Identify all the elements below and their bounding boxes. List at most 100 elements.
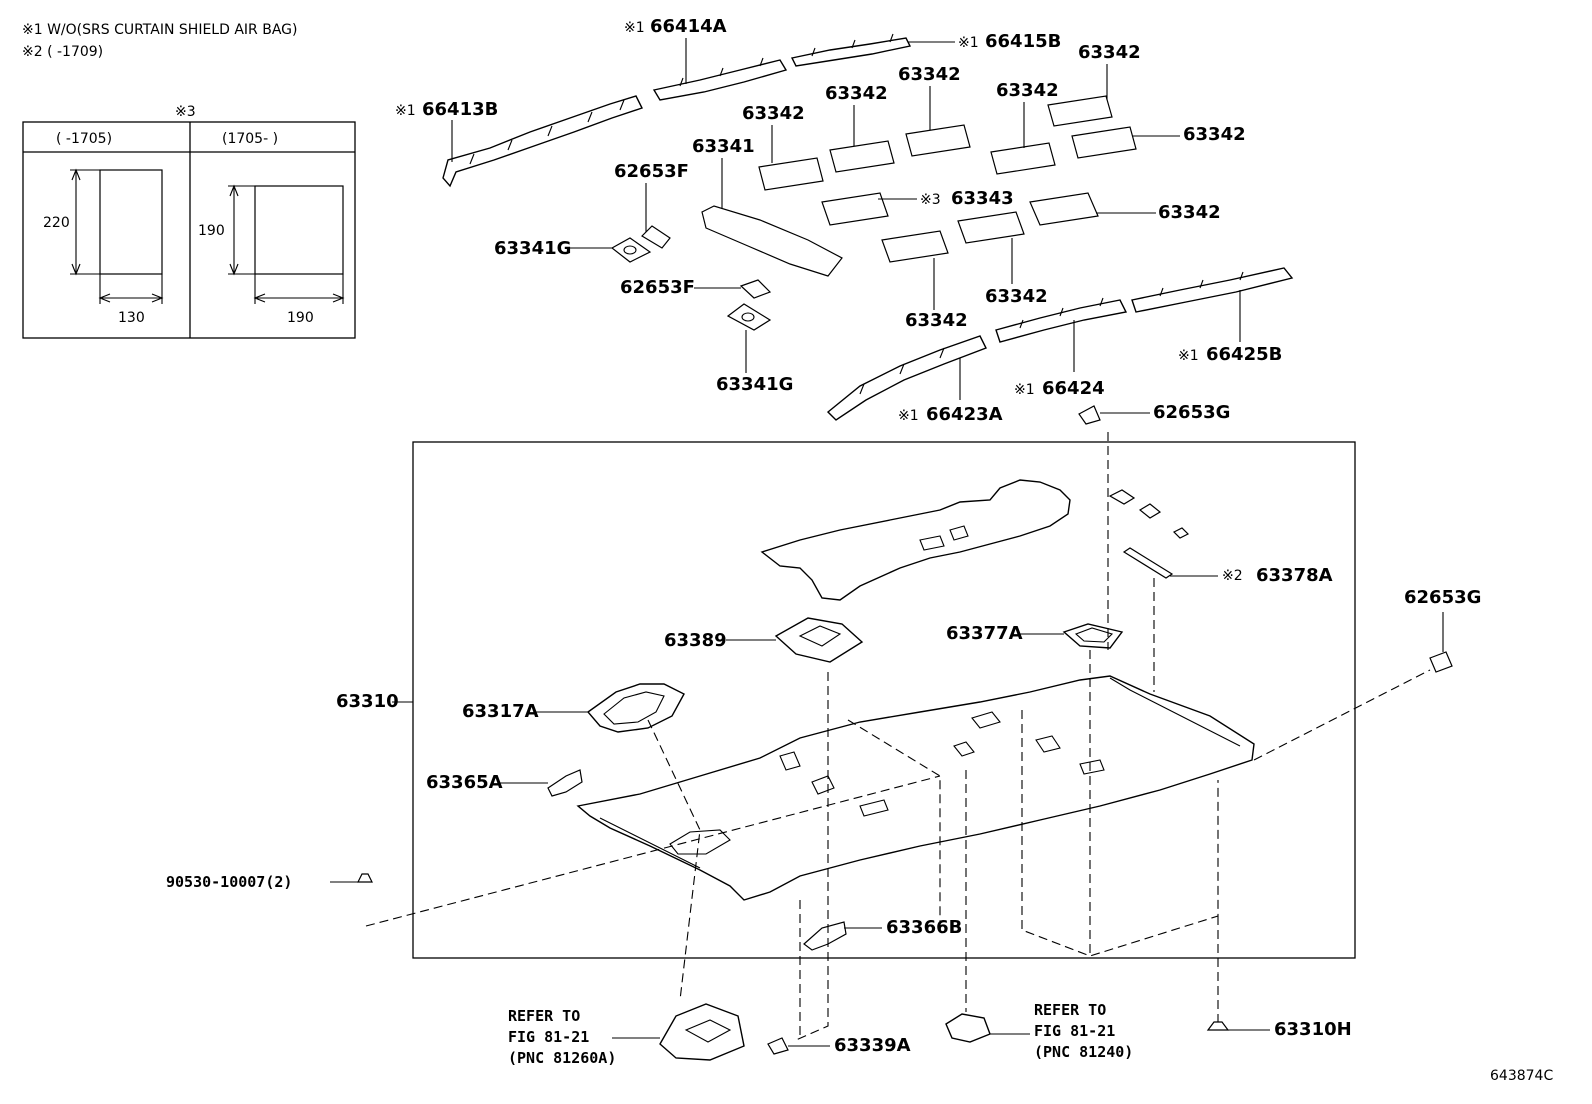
part-66424[interactable] (995, 297, 1128, 343)
strip-63378A[interactable] (1122, 547, 1174, 579)
pad-63342-a[interactable] (758, 157, 824, 191)
clip-62653F-a[interactable] (641, 225, 671, 249)
front-room-lamp[interactable] (659, 1003, 745, 1061)
label-63310[interactable]: 63310 (336, 691, 399, 712)
label-63339A[interactable]: 63339A (834, 1035, 911, 1056)
label-62653G-a[interactable]: 62653G (1153, 402, 1230, 423)
inset-col1-header: ( -1705) (56, 131, 112, 147)
pad-63343[interactable] (821, 192, 889, 226)
clip-63310H[interactable] (1206, 1021, 1230, 1031)
roof-rail-shape-66413B (442, 95, 643, 188)
clip-63339A[interactable] (767, 1037, 789, 1055)
label-63365A[interactable]: 63365A (426, 772, 503, 793)
label-66423A[interactable]: 66423A (926, 404, 1003, 425)
pad-63341G-a-shape (610, 237, 652, 263)
ref1-line3: (PNC 81260A) (508, 1049, 616, 1067)
label-63317A[interactable]: 63317A (462, 701, 539, 722)
label-62653F-a[interactable]: 62653F (614, 161, 689, 182)
ref2-line3: (PNC 81240) (1034, 1043, 1133, 1061)
label-66425B[interactable]: 66425B (1206, 344, 1282, 365)
roof-rail-shape-66425B (1131, 267, 1294, 313)
dash-rear-box (1021, 710, 1219, 957)
inset-col2-height: 190 (198, 223, 225, 239)
label-63342-g[interactable]: 63342 (1158, 202, 1221, 223)
map-lamp[interactable] (945, 1013, 991, 1043)
strip-63341[interactable] (701, 205, 843, 277)
note-date-range: ※2 ( -1709) (22, 44, 103, 60)
roof-rail-clips-66414A (679, 57, 764, 87)
headliner-board[interactable] (576, 675, 1255, 901)
pad-63341G-b-shape (726, 303, 772, 331)
part-66413B[interactable] (442, 95, 643, 188)
pad-63342-b[interactable] (829, 140, 895, 173)
label-63342-e[interactable]: 63342 (1078, 42, 1141, 63)
roof-rail-clips-66424 (1019, 297, 1104, 329)
clip-62653G-b[interactable] (1429, 651, 1453, 673)
pad-63342-c[interactable] (905, 124, 971, 157)
pad-63342-e[interactable] (1047, 95, 1113, 127)
label-90530[interactable]: 90530-10007(2) (166, 873, 292, 891)
pad-63342-g[interactable] (1029, 192, 1099, 226)
label-63343[interactable]: 63343 (951, 188, 1014, 209)
headliner-board-cutouts (779, 711, 1105, 817)
label-63342-h[interactable]: 63342 (905, 310, 968, 331)
roof-rail-shape-66423A (826, 335, 987, 421)
console-63389-shape (774, 617, 864, 663)
clip-62653G-a[interactable] (1078, 405, 1101, 425)
pad-63342-f[interactable] (1071, 126, 1137, 159)
label-63378A[interactable]: 63378A (1256, 565, 1333, 586)
pad-63342-d[interactable] (990, 142, 1056, 175)
part-66415B[interactable] (790, 33, 912, 67)
label-63342-b[interactable]: 63342 (825, 83, 888, 104)
label-62653G-b[interactable]: 62653G (1404, 587, 1481, 608)
inset-frame (22, 121, 356, 339)
label-63389[interactable]: 63389 (664, 630, 727, 651)
part-66425B[interactable] (1131, 267, 1294, 313)
label-63377A[interactable]: 63377A (946, 623, 1023, 644)
clip-upper-right-3 (1172, 527, 1190, 539)
clip-63366B[interactable] (803, 921, 847, 951)
inset-col1-width: 130 (118, 310, 145, 326)
label-66413B[interactable]: 66413B (422, 99, 498, 120)
label-66424[interactable]: 66424 (1042, 378, 1105, 399)
bracket-63365A[interactable] (547, 769, 583, 797)
part-66414A[interactable] (652, 57, 788, 101)
front-room-lamp-lens (684, 1019, 732, 1043)
ref2-line2: FIG 81-21 (1034, 1022, 1115, 1040)
clip-90530[interactable] (357, 873, 373, 883)
pad-63341G-a[interactable] (610, 237, 652, 263)
label-63342-c[interactable]: 63342 (898, 64, 961, 85)
projection-lines (365, 432, 1431, 1041)
frame-63377A-shape (1062, 623, 1124, 649)
label-63342-d[interactable]: 63342 (996, 80, 1059, 101)
part-63317A[interactable] (586, 683, 685, 733)
pad-63342-h[interactable] (881, 230, 949, 263)
headliner-assembly-frame (412, 441, 1356, 959)
pad-63341G-a-hole (623, 245, 637, 255)
label-63366B[interactable]: 63366B (886, 917, 962, 938)
part-63377A[interactable] (1062, 623, 1124, 649)
label-63341G-a[interactable]: 63341G (494, 238, 571, 259)
clip-upper-right-2 (1138, 503, 1162, 519)
dash-62653G-right (1253, 669, 1431, 761)
mark-66413B: ※1 (395, 103, 416, 119)
dash-center (847, 719, 941, 930)
label-66415B[interactable]: 66415B (985, 31, 1061, 52)
label-63341[interactable]: 63341 (692, 136, 755, 157)
label-66414A[interactable]: 66414A (650, 16, 727, 37)
label-62653F-b[interactable]: 62653F (620, 277, 695, 298)
pad-63342-i[interactable] (957, 211, 1025, 244)
pad-63341G-b[interactable] (726, 303, 772, 331)
inset-col1-height: 220 (43, 215, 70, 231)
label-63342-a[interactable]: 63342 (742, 103, 805, 124)
label-63342-f[interactable]: 63342 (1183, 124, 1246, 145)
headliner-insulation[interactable] (760, 479, 1071, 601)
label-63310H[interactable]: 63310H (1274, 1019, 1352, 1040)
clip-62653F-b[interactable] (739, 279, 772, 299)
part-66423A[interactable] (826, 335, 987, 421)
part-63389[interactable] (774, 617, 864, 663)
label-63341G-b[interactable]: 63341G (716, 374, 793, 395)
headliner-board-edges (599, 677, 1241, 869)
label-63342-i[interactable]: 63342 (985, 286, 1048, 307)
